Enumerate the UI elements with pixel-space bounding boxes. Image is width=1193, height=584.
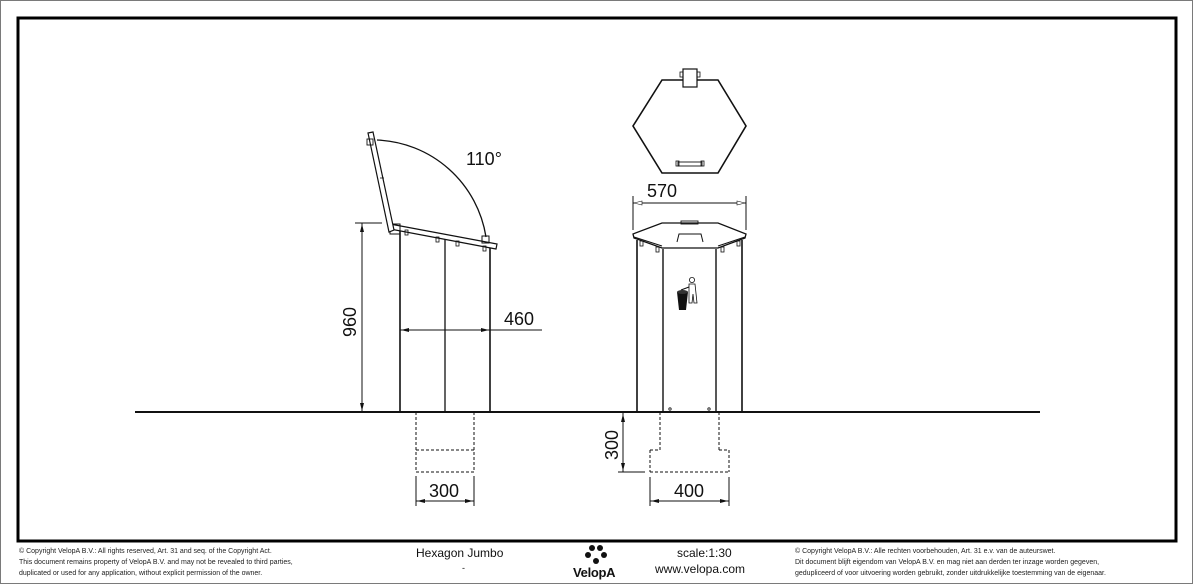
front-view: [618, 196, 747, 506]
copyright-line: gedupliceerd of voor uitvoering worden g…: [795, 570, 1106, 577]
height-label: 960: [340, 307, 360, 337]
foundation-depth-label: 300: [602, 430, 622, 460]
product-subtitle: -: [462, 563, 465, 573]
waste-bin-pictogram-icon: [677, 276, 698, 310]
product-title: Hexagon Jumbo: [416, 546, 504, 560]
side-foundation-width-label: 300: [429, 481, 459, 501]
copyright-line: duplicated or used for any application, …: [19, 570, 263, 577]
lid-angle-label: 110°: [466, 149, 502, 169]
velopa-logo-icon: [585, 545, 607, 564]
width-label: 570: [647, 181, 677, 201]
copyright-line: © Copyright VelopA B.V.: All rights rese…: [19, 548, 272, 555]
copyright-line: Dit document blijft eigendom van VelopA …: [795, 559, 1100, 566]
copyright-english: © Copyright VelopA B.V.: All rights rese…: [19, 546, 293, 579]
copyright-line: This document remains property of VelopA…: [19, 559, 293, 566]
copyright-dutch: © Copyright VelopA B.V.: Alle rechten vo…: [795, 546, 1106, 579]
front-foundation-width-label: 400: [674, 481, 704, 501]
drawing-frame: [16, 16, 1178, 543]
side-view: [355, 131, 542, 506]
top-view: [632, 68, 747, 174]
brand-name: VelopA: [573, 565, 616, 580]
copyright-line: © Copyright VelopA B.V.: Alle rechten vo…: [795, 548, 1056, 555]
depth-label: 460: [504, 309, 534, 329]
website-link[interactable]: www.velopa.com: [655, 562, 746, 576]
scale-label: scale:1:30: [677, 546, 732, 560]
